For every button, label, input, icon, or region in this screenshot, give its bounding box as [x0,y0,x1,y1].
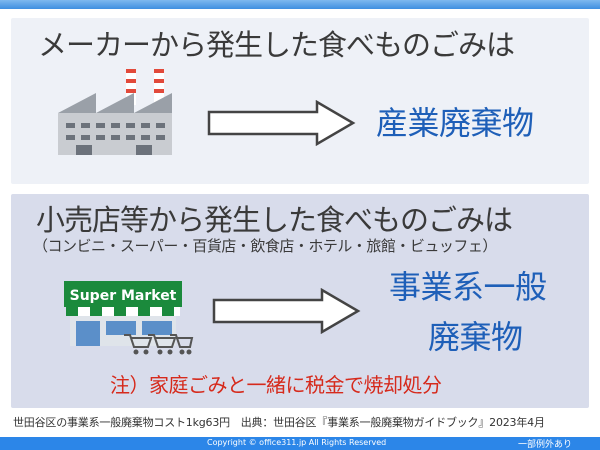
industrial-waste-label: 産業廃棄物 [376,104,534,142]
exception-note: 一部例外あり [518,440,573,450]
chimney-left [126,69,136,105]
bottom-bar [0,437,600,450]
shopping-cart-icon [124,334,194,348]
chimney-right [154,69,164,105]
supermarket-icon: Super Market [64,279,194,363]
tax-incineration-note: 注）家庭ごみと一緒に税金で焼却処分 [110,373,442,397]
top-bar [0,0,600,9]
cost-source-note: 世田谷区の事業系一般廃棄物コスト1kg63円 出典：世田谷区『事業系一般廃棄物ガ… [13,416,545,429]
factory-icon [56,65,176,164]
retail-examples: （コンビニ・スーパー・百貨店・飲食店・ホテル・旅館・ビュッフェ） [33,237,497,255]
manufacturer-heading: メーカーから発生した食べものごみは [38,28,515,62]
retail-heading: 小売店等から発生した食べものごみは [36,203,513,237]
right-arrow-icon [207,99,357,150]
copyright-text: Copyright © office311.jp All Rights Rese… [207,438,387,447]
right-arrow-icon [212,287,362,338]
manufacturer-panel [11,18,589,184]
business-general-waste-line1: 事業系一般 [389,268,547,306]
store-sign-text: Super Market [70,288,177,304]
business-general-waste-line2: 廃棄物 [428,318,523,356]
